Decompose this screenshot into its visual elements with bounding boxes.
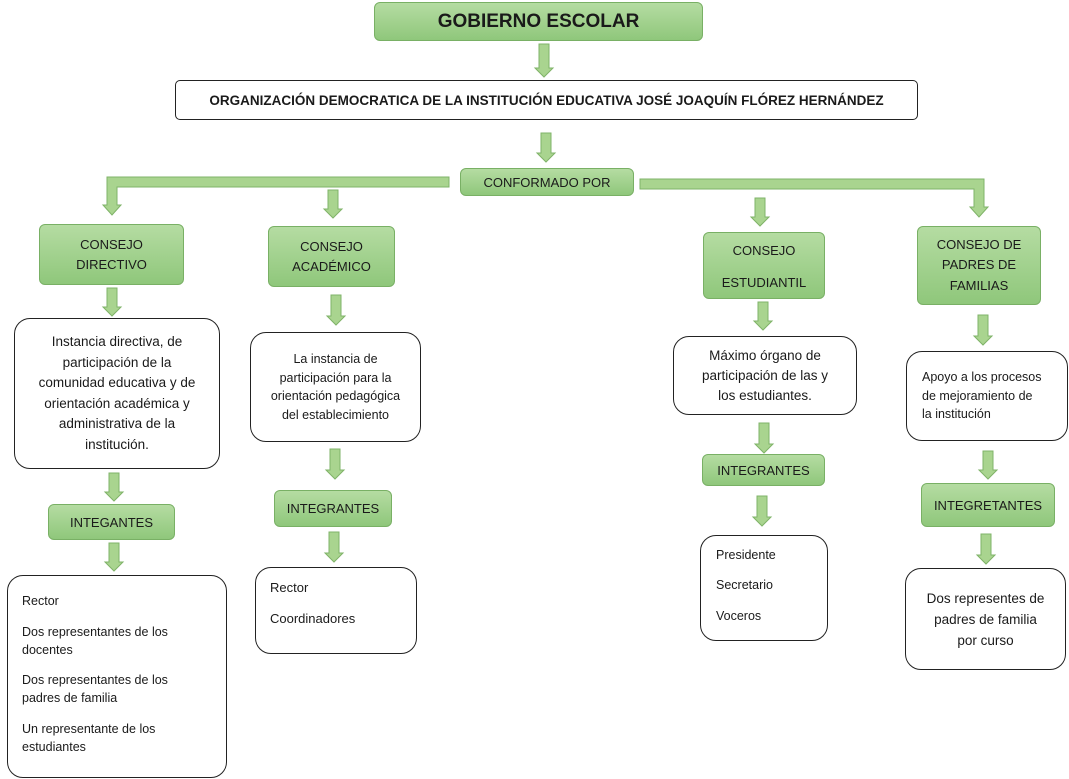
conformed-by-text: CONFORMADO POR [483, 174, 611, 190]
consejo-padres-box: CONSEJO DE PADRES DE FAMILIAS [917, 226, 1041, 305]
directivo-description-box: Instancia directiva, de participación de… [14, 318, 220, 469]
estudiantil-description-line: los estudiantes. [718, 387, 812, 403]
down-arrow [751, 495, 773, 527]
organization-text: ORGANIZACIÓN DEMOCRATICA DE LA INSTITUCI… [209, 92, 884, 108]
estudiantil-description-box: Máximo órgano de participación de las y … [673, 336, 857, 415]
padres-member-line: por curso [957, 632, 1014, 648]
academico-member: Rector [270, 580, 309, 595]
academico-members-label-box: INTEGRANTES [274, 490, 392, 527]
academico-description-line: del establecimiento [281, 407, 389, 422]
down-arrow [975, 533, 997, 565]
organization-box: ORGANIZACIÓN DEMOCRATICA DE LA INSTITUCI… [175, 80, 918, 120]
consejo-directivo-box: CONSEJO DIRECTIVO [39, 224, 184, 285]
consejo-padres-line: PADRES DE [941, 257, 1017, 273]
academico-members-label: INTEGRANTES [286, 501, 380, 516]
down-arrow [101, 287, 123, 317]
title-box: GOBIERNO ESCOLAR [374, 2, 703, 41]
estudiantil-members-box: Presidente Secretario Voceros [700, 535, 828, 641]
directivo-members-box: Rector Dos representantes de los docente… [7, 575, 227, 778]
directivo-description-line: institución. [85, 436, 149, 452]
padres-members-box: Dos representes de padres de familia por… [905, 568, 1066, 670]
consejo-padres-line: CONSEJO DE [936, 236, 1022, 252]
consejo-academico-box: CONSEJO ACADÉMICO [268, 226, 395, 287]
directivo-member-line: Dos representantes de los [22, 673, 168, 687]
directivo-member-line: docentes [22, 643, 73, 657]
down-arrow [322, 189, 344, 219]
consejo-directivo-line: DIRECTIVO [76, 256, 147, 272]
directivo-member: Dos representantes de los padres de fami… [22, 671, 226, 707]
directivo-member: Dos representantes de los docentes [22, 623, 226, 659]
academico-description-line: orientación pedagógica [270, 389, 401, 403]
directivo-member-line: Un representante de los [22, 722, 156, 736]
down-arrow [752, 301, 774, 331]
down-arrow [324, 448, 346, 480]
down-arrow [533, 43, 555, 78]
estudiantil-members-label-box: INTEGRANTES [702, 454, 825, 486]
directivo-member-line: padres de familia [22, 691, 118, 705]
directivo-member: Rector [22, 592, 226, 610]
down-arrow [103, 542, 125, 572]
branch-arrow [639, 178, 990, 218]
branch-arrow [101, 176, 450, 216]
directivo-description-line: participación de la [62, 354, 172, 370]
consejo-academico-line: ACADÉMICO [292, 258, 371, 274]
consejo-padres-line: FAMILIAS [949, 277, 1009, 293]
directivo-description-line: Instancia directiva, de [51, 334, 183, 349]
conformed-by-box: CONFORMADO POR [460, 168, 634, 196]
directivo-member-line: Rector [22, 594, 59, 608]
down-arrow [972, 314, 994, 346]
padres-member-line: padres de familia [934, 611, 1037, 627]
down-arrow [323, 531, 345, 563]
directivo-description-line: orientación académica y [44, 395, 190, 411]
down-arrow [753, 422, 775, 454]
academico-description-line: participación para la [279, 370, 392, 385]
estudiantil-member: Secretario [716, 578, 773, 592]
directivo-member: Un representante de los estudiantes [22, 720, 226, 756]
padres-description-line: la institución [922, 407, 991, 422]
padres-members-label-box: INTEGRETANTES [921, 483, 1055, 527]
directivo-member-line: Dos representantes de los [22, 625, 168, 639]
estudiantil-member: Voceros [716, 609, 762, 623]
directivo-description-line: administrativa de la [58, 416, 176, 431]
padres-description-box: Apoyo a los procesos de mejoramiento de … [906, 351, 1068, 441]
consejo-directivo-line: CONSEJO [80, 236, 143, 252]
estudiantil-description-line: Máximo órgano de [709, 347, 821, 363]
estudiantil-members-label: INTEGRANTES [717, 462, 810, 478]
padres-member-line: Dos representes de [926, 590, 1045, 606]
academico-members-box: Rector Coordinadores [255, 567, 417, 654]
padres-description-line: de mejoramiento de [922, 388, 1033, 403]
estudiantil-member: Presidente [716, 548, 776, 562]
academico-description-box: La instancia de participación para la or… [250, 332, 421, 442]
academico-description-line: La instancia de [293, 352, 378, 366]
consejo-estudiantil-line: ESTUDIANTIL [721, 275, 807, 290]
down-arrow [103, 472, 125, 502]
down-arrow [977, 450, 999, 480]
consejo-estudiantil-line: CONSEJO [732, 243, 796, 258]
directivo-description-line: comunidad educativa y de [38, 375, 196, 390]
down-arrow [325, 294, 347, 326]
academico-member: Coordinadores [270, 611, 356, 626]
directivo-members-label: INTEGANTES [69, 514, 154, 530]
down-arrow [535, 132, 557, 163]
directivo-member-line: estudiantes [22, 740, 86, 754]
padres-members-label: INTEGRETANTES [933, 497, 1043, 513]
consejo-estudiantil-box: CONSEJO ESTUDIANTIL [703, 232, 825, 299]
consejo-academico-line: CONSEJO [300, 238, 363, 254]
directivo-members-label-box: INTEGANTES [48, 504, 175, 540]
padres-description-line: Apoyo a los procesos [922, 370, 1042, 385]
estudiantil-description-line: participación de las y [701, 367, 829, 383]
down-arrow [749, 197, 771, 227]
title-text: GOBIERNO ESCOLAR [437, 10, 640, 32]
